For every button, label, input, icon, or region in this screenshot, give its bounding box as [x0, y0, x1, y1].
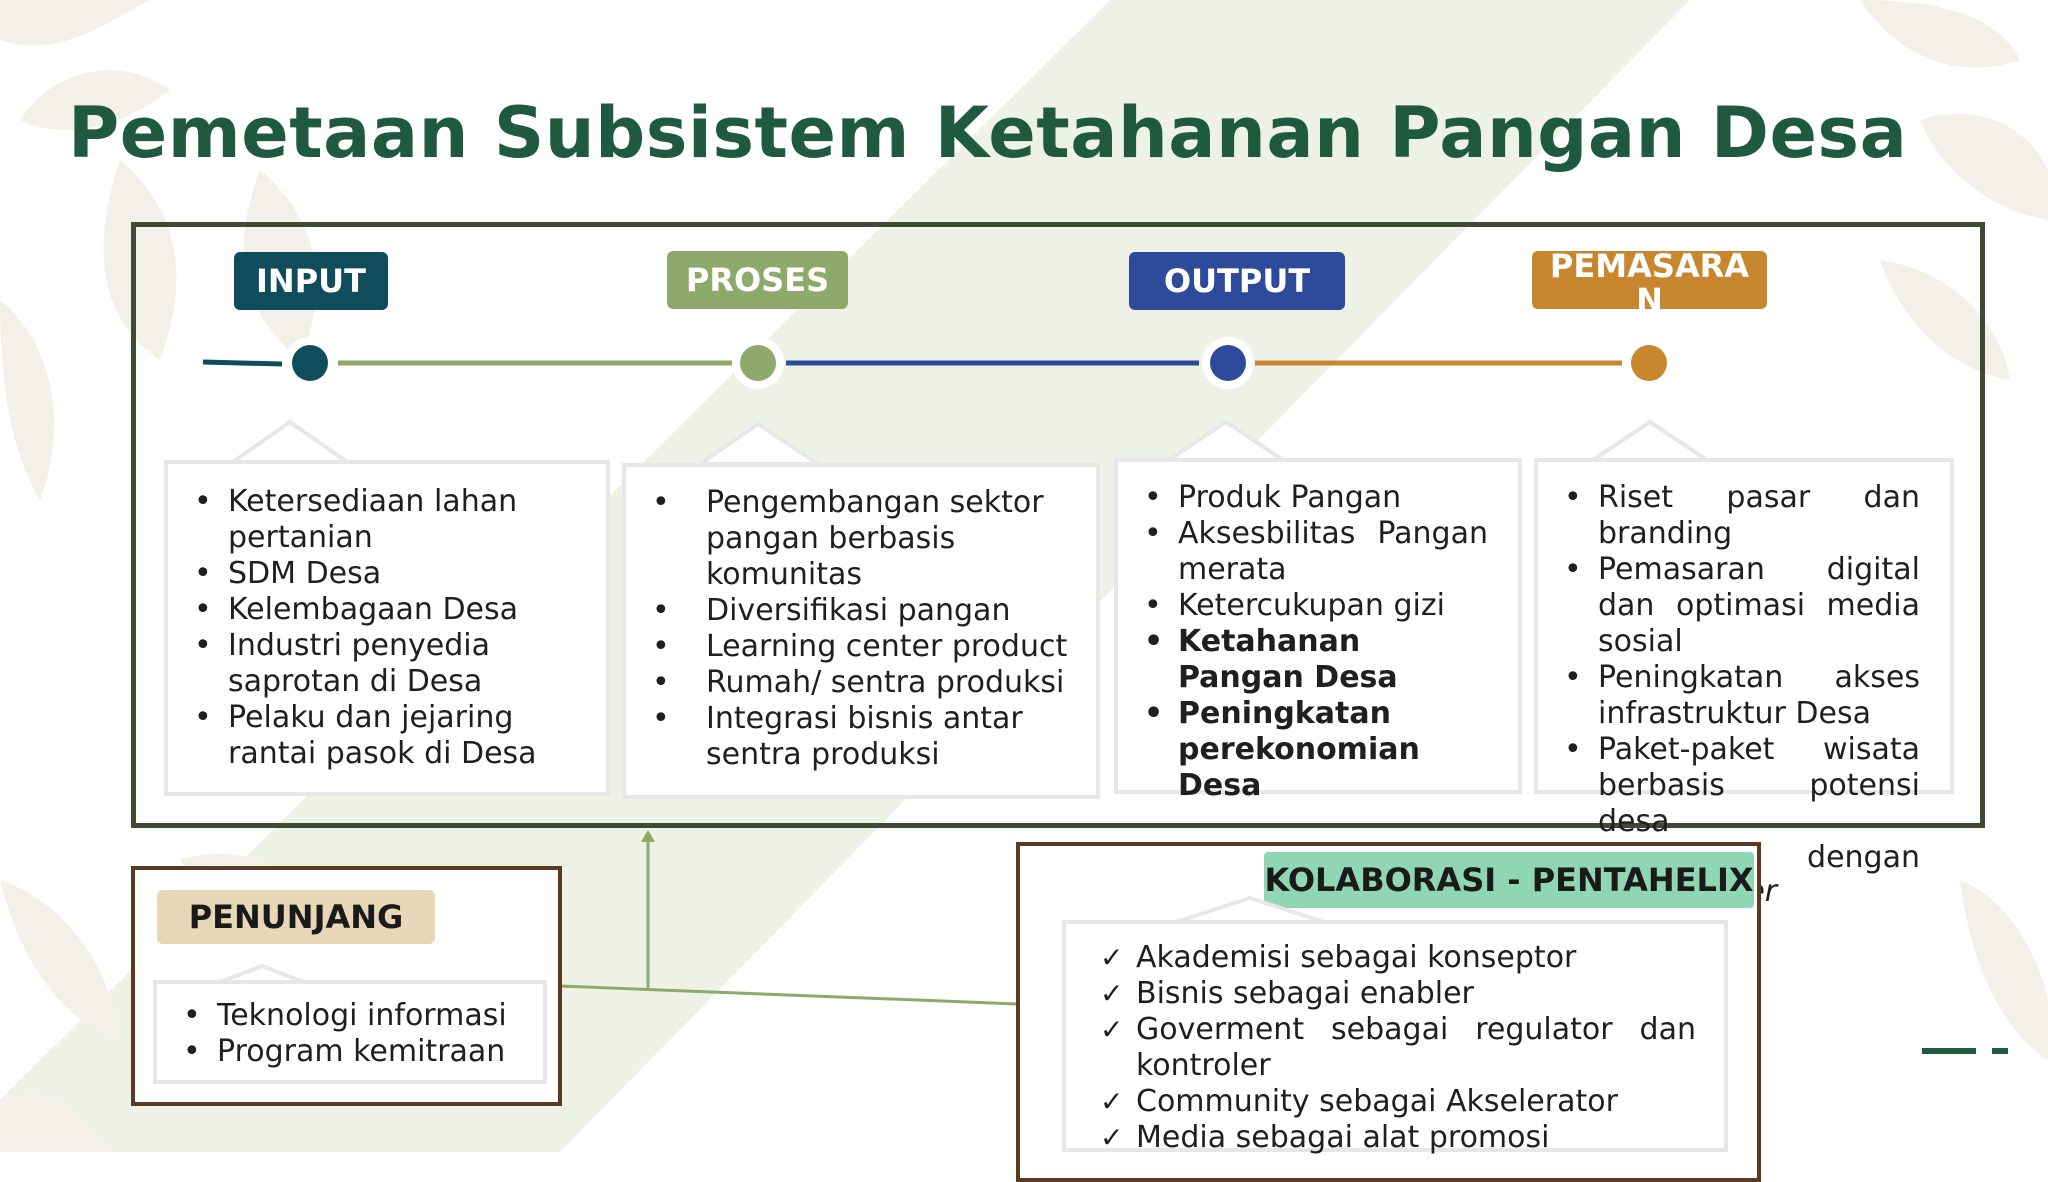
list-item: Peningkatan perekonomian Desa [1118, 696, 1488, 804]
list-item: Community sebagai Akselerator [1094, 1084, 1696, 1120]
card-proses: Pengembangan sektor pangan berbasis komu… [622, 463, 1100, 799]
list-item: Paket-paket wisata berbasis potensi desa [1538, 732, 1920, 840]
penunjang-label: PENUNJANG [157, 890, 435, 944]
card-pemasaran: Riset pasar dan branding Pemasaran digit… [1534, 458, 1954, 909]
list-item: Program kemitraan [157, 1034, 543, 1070]
list-item: Riset pasar dan branding [1538, 480, 1920, 552]
list-item: Produk Pangan [1118, 480, 1488, 516]
list-item: Akademisi sebagai konseptor [1094, 940, 1696, 976]
stage-label-pemasaran: PEMASARA N [1532, 251, 1767, 309]
timeline [202, 337, 1675, 389]
kolaborasi-label: KOLABORASI - PENTAHELIX [1264, 852, 1754, 908]
card-output: Produk Pangan Aksesbilitas Pangan merata… [1114, 458, 1522, 803]
list-item: Diversifikasi pangan [626, 593, 1072, 629]
list-item: Industri penyedia saprotan di Desa [168, 628, 586, 700]
corner-mark [1922, 1048, 2008, 1054]
list-item: Goverment sebagai regulator dan [1094, 1012, 1696, 1048]
list-item: Aksesbilitas Pangan merata [1118, 516, 1488, 588]
penunjang-card: Teknologi informasi Program kemitraan [153, 980, 547, 1084]
list-item: Teknologi informasi [157, 998, 543, 1034]
stage-label-input: INPUT [234, 252, 388, 310]
list-item: Ketahanan Pangan Desa [1118, 624, 1488, 696]
list-item: Learning center product [626, 629, 1072, 665]
page-title: Pemetaan Subsistem Ketahanan Pangan Desa [68, 92, 1908, 174]
connector-lines [559, 830, 1019, 1006]
list-item: Pengembangan sektor pangan berbasis komu… [626, 485, 1072, 593]
list-item: Kelembagaan Desa [168, 592, 586, 628]
list-item: Bisnis sebagai enabler [1094, 976, 1696, 1012]
list-item: Ketersediaan lahan pertanian [168, 484, 586, 556]
list-item: Pemasaran digital dan optimasi media sos… [1538, 552, 1920, 660]
leaf-decoration-right [1860, 0, 2048, 1060]
subsystem-frame [131, 222, 1985, 828]
timeline-segment-input [202, 359, 283, 367]
card-input: Ketersediaan lahan pertanian SDM Desa Ke… [164, 460, 610, 796]
list-item: Integrasi bisnis antar sentra produksi [626, 701, 1072, 773]
list-item: Ketercukupan gizi [1118, 588, 1488, 624]
kolaborasi-card: Akademisi sebagai konseptor Bisnis sebag… [1062, 920, 1728, 1156]
list-item: Media sebagai alat promosi [1094, 1120, 1696, 1156]
list-item: Peningkatan akses infrastruktur Desa [1538, 660, 1920, 732]
stage-label-proses: PROSES [667, 251, 848, 309]
list-item-continuation: kontroler [1136, 1048, 1271, 1083]
card-pointers [223, 419, 1717, 466]
stage-label-output: OUTPUT [1129, 252, 1345, 310]
list-item: Rumah/ sentra produksi [626, 665, 1072, 701]
list-item: SDM Desa [168, 556, 586, 592]
list-item: Pelaku dan jejaring rantai pasok di Desa [168, 700, 586, 772]
